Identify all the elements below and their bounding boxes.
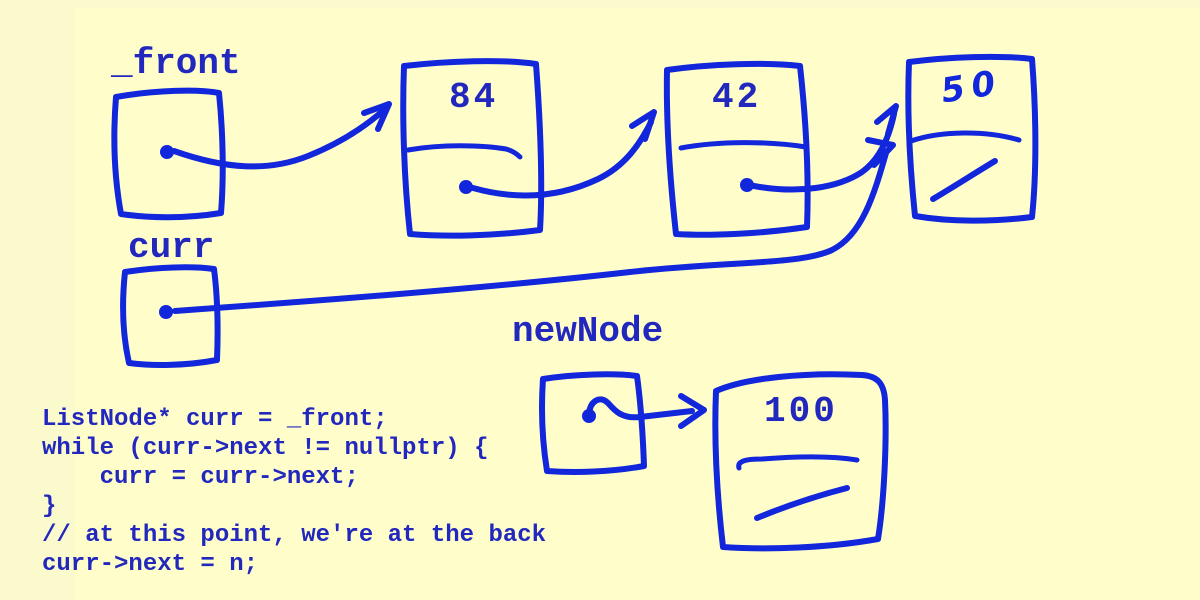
node-84-value: 84: [449, 77, 499, 118]
curr-label: curr: [128, 227, 215, 268]
node-42-box: [663, 60, 811, 238]
node-42-arrow-line: [751, 111, 897, 193]
node-100-divider: [736, 454, 860, 471]
code-block: ListNode* curr = _front; while (curr->ne…: [42, 405, 546, 579]
front-arrow-line: [171, 107, 387, 170]
node-84-divider: [405, 143, 523, 160]
curr-pointer-dot: [159, 305, 173, 319]
code-line-3: curr = curr->next;: [42, 464, 359, 491]
code-line-5: // at this point, we're at the back: [42, 522, 547, 549]
curr-arrow: [172, 137, 896, 314]
front-next-arrow: [171, 101, 392, 170]
node-42-next-arrow: [751, 103, 899, 193]
code-line-6: curr->next = n;: [42, 551, 259, 578]
node-100-null-slash: [754, 485, 850, 521]
node-42-divider: [678, 140, 809, 151]
node-84-arrow-line: [470, 119, 654, 199]
node-50-outline: [905, 53, 1039, 224]
newnode-box-outline: [539, 371, 647, 475]
curr-arrowhead-icon: [865, 137, 896, 168]
newnode-label: newNode: [512, 311, 664, 352]
node-50-divider: [908, 130, 1022, 144]
node-42-outline: [663, 60, 811, 238]
newnode-arrowhead-icon: [678, 393, 707, 429]
node-42-pointer-dot: [740, 178, 754, 192]
node-42-value: 42: [712, 77, 762, 118]
front-pointer-box: [111, 87, 226, 221]
node-50-box: [905, 53, 1039, 224]
front-arrowhead-icon: [361, 101, 392, 132]
front-pointer-dot: [160, 145, 174, 159]
node-84-arrowhead-icon: [629, 109, 657, 142]
front-box-outline: [111, 87, 226, 221]
code-line-1: ListNode* curr = _front;: [42, 406, 388, 433]
node-84-pointer-dot: [459, 180, 473, 194]
node-42-arrowhead-icon: [874, 103, 899, 137]
front-label: _front: [111, 43, 241, 84]
code-line-4: }: [42, 493, 57, 520]
node-100-box: [712, 371, 889, 552]
node-84-outline: [400, 58, 545, 239]
curr-arrow-line: [172, 150, 889, 314]
code-line-2: while (curr->next != nullptr) {: [42, 435, 489, 462]
node-50-value: 50: [938, 62, 1006, 112]
node-100-value: 100: [764, 391, 838, 432]
node-84-next-arrow: [470, 109, 657, 199]
node-100-outline: [712, 371, 889, 552]
newnode-pointer-box: [539, 371, 647, 475]
curr-box-outline: [120, 264, 221, 368]
newnode-arrow-line: [586, 396, 695, 421]
curr-pointer-box: [120, 264, 221, 368]
node-50-null-slash: [930, 158, 998, 202]
node-84-box: [400, 58, 545, 239]
newnode-arrow: [586, 393, 707, 429]
